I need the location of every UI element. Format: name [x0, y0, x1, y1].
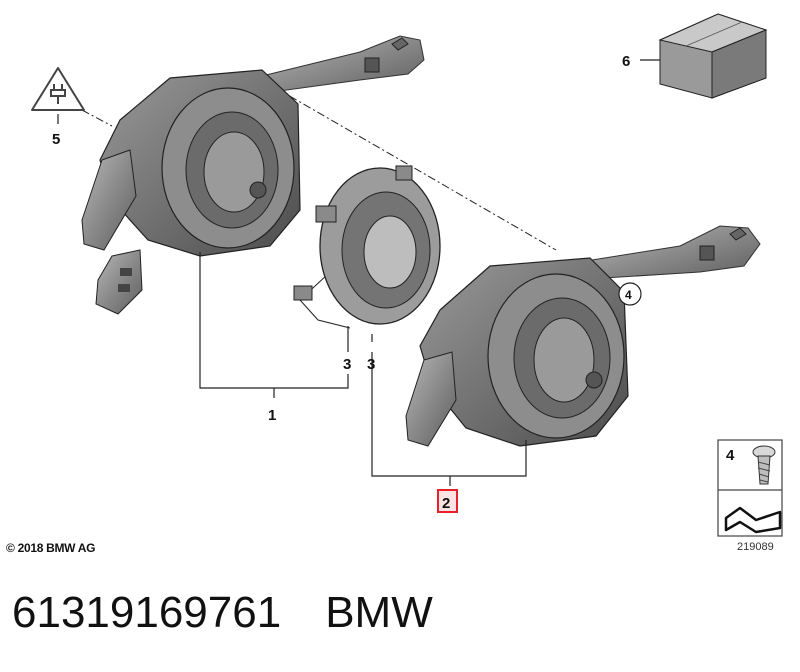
callout-5: 5 — [52, 131, 60, 148]
callout-1: 1 — [268, 407, 276, 424]
legend-box: 4 — [717, 439, 783, 537]
clock-spring-ring — [293, 165, 441, 329]
part-box — [658, 13, 768, 99]
steering-column-switch-cluster-left — [81, 35, 425, 315]
highlight-box — [437, 489, 458, 513]
steering-column-switch-cluster-right — [405, 225, 761, 447]
callout-4: 4 — [625, 288, 632, 302]
screw-icon — [752, 445, 776, 485]
legend-callout-4: 4 — [726, 447, 735, 464]
parts-diagram: 5 6 1 3 3 4 2 4 — [31, 13, 783, 537]
callout-3-left: 3 — [343, 356, 351, 373]
diagram-number: 219089 — [737, 541, 774, 553]
callout-3-right: 3 — [367, 356, 375, 373]
callout-2: 2 — [442, 495, 450, 512]
electrical-warning-icon — [31, 67, 85, 111]
brand-name: BMW — [325, 588, 433, 637]
part-caption: 61319169761 BMW — [12, 588, 477, 638]
copyright-text: © 2018 BMW AG — [6, 541, 96, 555]
callout-4-circle — [618, 282, 642, 306]
bracket-symbol-icon — [724, 506, 782, 534]
leader-lines — [57, 59, 660, 486]
callout-6: 6 — [622, 53, 630, 70]
part-number: 61319169761 — [12, 588, 282, 637]
